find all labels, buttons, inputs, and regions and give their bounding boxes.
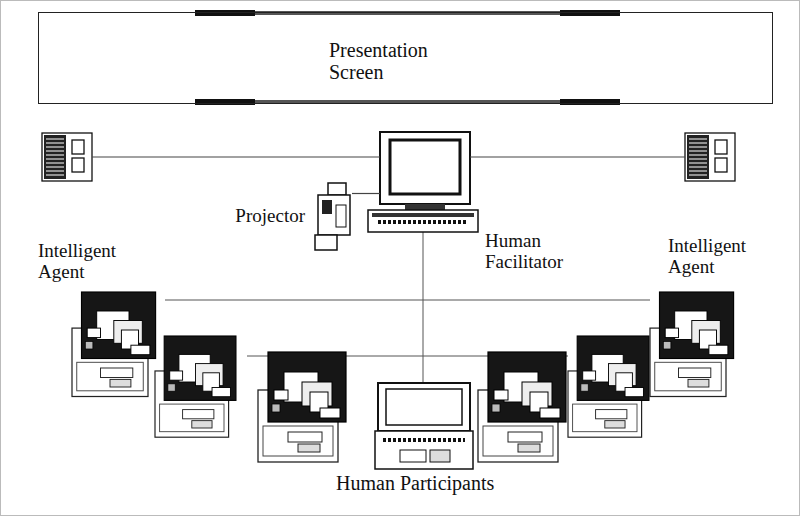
network-link: [92, 156, 380, 157]
workstation: [258, 352, 346, 462]
server-icon: [685, 133, 735, 181]
network-link: [352, 193, 380, 194]
workstation: [72, 292, 156, 397]
node-label: Human Facilitator: [485, 230, 615, 273]
facilitator-computer: [368, 132, 478, 232]
screen-bars: [195, 10, 620, 105]
server-icon: [42, 133, 92, 181]
intelligent-agent: Intelligent Agent: [42, 133, 92, 181]
node-label: Presentation Screen: [329, 39, 469, 84]
node-label: Intelligent Agent: [668, 235, 788, 278]
facilitator-computer: Human Facilitator: [380, 132, 470, 204]
projector-icon: [315, 183, 350, 250]
workstation: [155, 336, 236, 437]
group-label: Human Participants: [336, 472, 494, 494]
workstation: [478, 352, 566, 462]
laptop: [375, 383, 473, 469]
presentation-screen: Presentation Screen: [38, 12, 773, 104]
node-label: Projector: [205, 205, 305, 226]
node-label: Intelligent Agent: [38, 240, 158, 283]
intelligent-agent: Intelligent Agent: [685, 133, 735, 181]
workstation: [650, 292, 734, 397]
projector: Projector: [315, 183, 352, 250]
network-link: [470, 156, 685, 157]
workstation: [568, 336, 649, 437]
